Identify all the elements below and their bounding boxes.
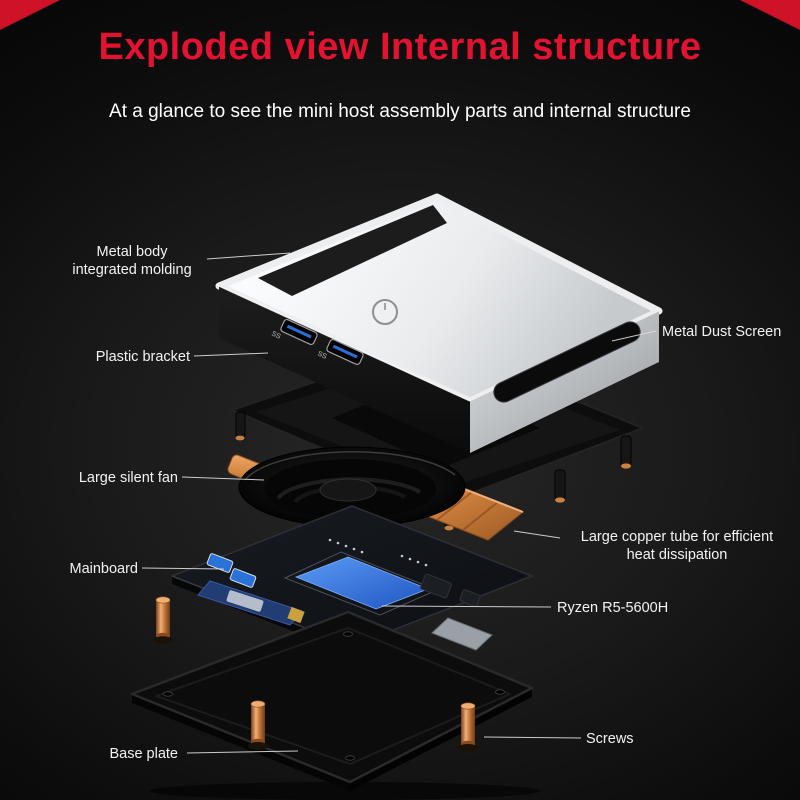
label-screws: Screws — [586, 731, 634, 747]
copper-screw — [248, 700, 268, 750]
ground-shadow — [150, 782, 540, 800]
bracket-leg — [620, 435, 632, 469]
corner-ribbon-right — [740, 0, 800, 30]
board-usb-port — [229, 568, 257, 588]
label-copper-tube: Large copper tube for efficient heat dis… — [580, 529, 774, 564]
metal-dust-screen-vent — [493, 321, 641, 403]
label-metal-dust-screen: Metal Dust Screen — [662, 324, 782, 340]
copper-screw — [153, 596, 173, 644]
usb3-marking: SS — [316, 350, 328, 360]
cooling-assembly-part — [227, 446, 524, 541]
bracket-leg — [554, 469, 566, 503]
leader-cpu — [381, 605, 552, 608]
leader-lines — [141, 252, 657, 754]
power-button — [372, 299, 398, 325]
label-large-silent-fan: Large silent fan — [78, 470, 178, 486]
mainboard-part — [171, 505, 533, 654]
corner-ribbon-left — [0, 0, 60, 30]
bracket-leg — [235, 411, 246, 441]
leader-dust-screen — [611, 330, 657, 342]
usb-port — [280, 318, 318, 346]
component-dots — [328, 538, 428, 567]
metal-body-case-part: SS SS — [215, 193, 663, 453]
silent-fan — [238, 446, 466, 528]
label-cpu-model: Ryzen R5-5600H — [557, 600, 669, 616]
label-mainboard: Mainboard — [69, 561, 138, 577]
leader-plastic-bracket — [193, 352, 269, 357]
copper-screw — [458, 702, 478, 752]
label-base-plate: Base plate — [109, 746, 178, 762]
label-plastic-bracket: Plastic bracket — [95, 349, 190, 365]
cpu-ryzen — [294, 556, 430, 610]
metal-bracket-piece — [431, 617, 493, 651]
label-metal-body: Metal body integrated molding — [72, 244, 192, 279]
leader-fan — [181, 476, 265, 481]
leader-metal-body — [206, 252, 291, 260]
m2-ssd — [197, 580, 305, 626]
leader-mainboard — [141, 567, 225, 570]
leader-copper-tube — [513, 530, 561, 539]
leader-screws — [483, 736, 582, 739]
chip — [459, 589, 481, 607]
page-title: Exploded view Internal structure — [98, 26, 702, 68]
chip — [420, 573, 452, 599]
screw-holes — [163, 631, 505, 761]
page-subtitle: At a glance to see the mini host assembl… — [109, 101, 691, 122]
base-plate-part — [130, 596, 534, 791]
usb-port — [326, 338, 364, 366]
case-rear-vent — [258, 205, 447, 296]
leader-base-plate — [186, 750, 299, 754]
usb3-marking: SS — [270, 330, 282, 340]
